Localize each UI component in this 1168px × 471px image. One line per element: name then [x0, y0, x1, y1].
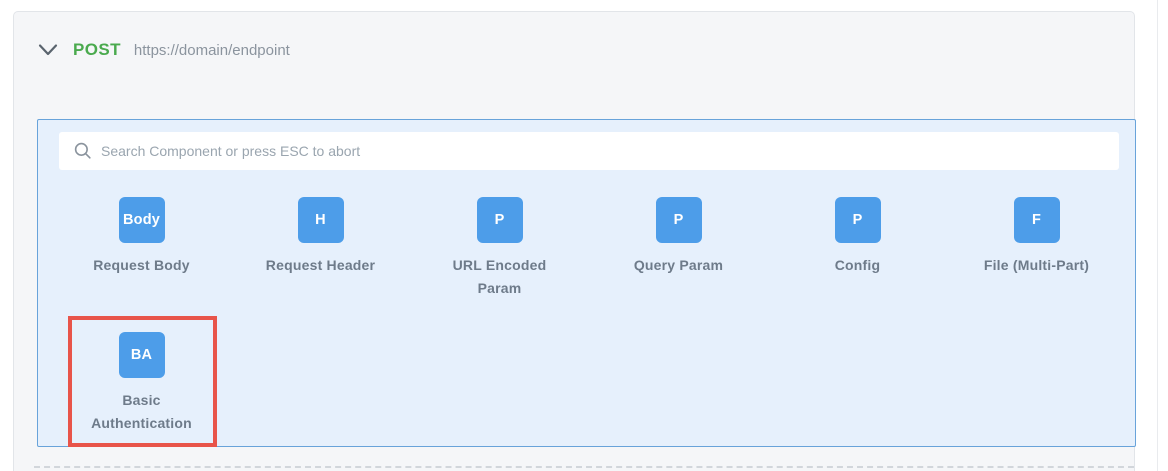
query-param-icon: P: [655, 197, 702, 243]
component-label: Query Param: [633, 257, 724, 273]
component-request-body[interactable]: Body Request Body: [52, 197, 231, 332]
http-method-label: POST: [73, 40, 121, 59]
request-header-icon: H: [297, 197, 344, 243]
file-multi-part-icon: F: [1013, 197, 1060, 243]
basic-authentication-icon: BA: [118, 332, 165, 378]
component-label: URL Encoded Param: [452, 257, 547, 296]
component-config[interactable]: P Config: [768, 197, 947, 332]
component-grid: Body Request Body H Request Header P URL…: [38, 197, 1135, 435]
component-basic-authentication[interactable]: BA Basic Authentication: [52, 332, 231, 435]
component-label: Basic Authentication: [91, 392, 192, 431]
config-icon: P: [834, 197, 881, 243]
component-label: Config: [834, 257, 881, 273]
component-request-header[interactable]: H Request Header: [231, 197, 410, 332]
chevron-down-icon[interactable]: [38, 43, 58, 57]
endpoint-url: https://domain/endpoint: [133, 41, 290, 59]
right-panel-divider: [1157, 0, 1158, 471]
dashed-divider: [34, 466, 1134, 468]
component-url-encoded-param[interactable]: P URL Encoded Param: [410, 197, 589, 332]
request-header-row: POST https://domain/endpoint: [14, 12, 1134, 60]
url-encoded-param-icon: P: [476, 197, 523, 243]
request-body-icon: Body: [118, 197, 165, 243]
search-bar: [59, 132, 1119, 170]
component-label: Request Header: [265, 257, 376, 273]
component-picker-panel: Body Request Body H Request Header P URL…: [37, 119, 1136, 447]
component-label: File (Multi-Part): [983, 257, 1090, 273]
component-file-multi-part[interactable]: F File (Multi-Part): [947, 197, 1126, 332]
component-query-param[interactable]: P Query Param: [589, 197, 768, 332]
component-label: Request Body: [93, 257, 190, 273]
search-input[interactable]: [59, 132, 1119, 170]
request-card: POST https://domain/endpoint Body Reques…: [13, 11, 1136, 471]
